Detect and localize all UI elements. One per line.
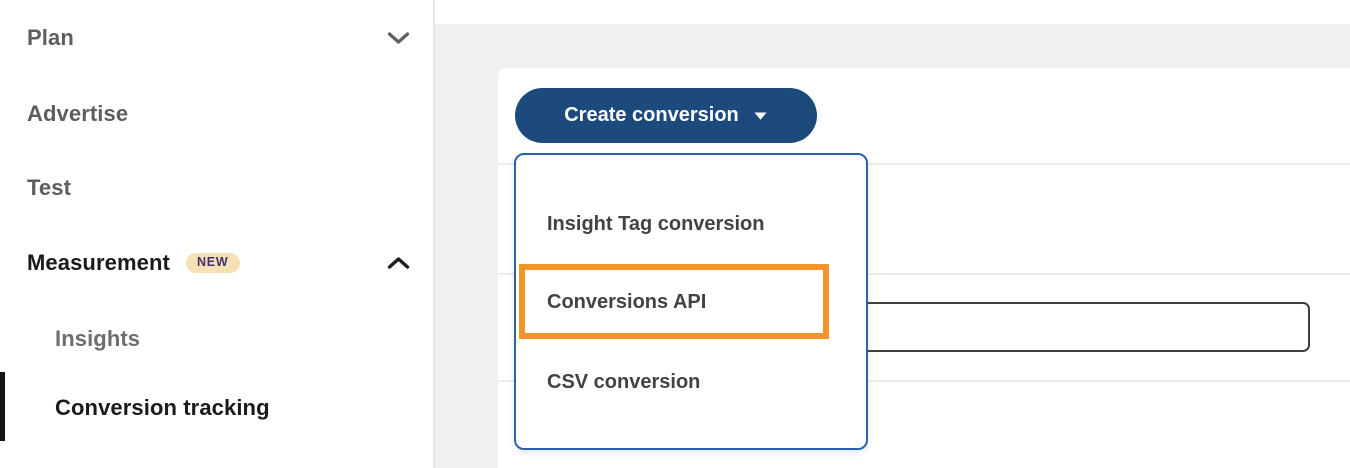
sidebar-item-insights[interactable]: Insights	[0, 319, 433, 359]
menu-item-conversions-api[interactable]: Conversions API	[516, 282, 866, 322]
menu-item-insight-tag-conversion[interactable]: Insight Tag conversion	[516, 204, 866, 244]
sidebar-item-conversion-tracking[interactable]: Conversion tracking	[0, 388, 433, 428]
sidebar-item-label: Measurement	[27, 250, 170, 275]
section-divider	[498, 163, 1350, 165]
create-conversion-button[interactable]: Create conversion	[515, 88, 817, 143]
sidebar-item-measurement[interactable]: Measurement NEW	[0, 243, 433, 283]
menu-item-label: CSV conversion	[547, 370, 701, 393]
new-badge: NEW	[185, 253, 240, 273]
sidebar-item-label: Conversion tracking	[55, 395, 270, 420]
sidebar-item-label: Test	[27, 175, 72, 200]
chevron-down-icon	[387, 32, 410, 45]
section-divider	[498, 380, 1350, 382]
sidebar-item-plan[interactable]: Plan	[0, 18, 433, 58]
create-conversion-dropdown-menu: Insight Tag conversion Conversions API C…	[514, 153, 868, 450]
sidebar-item-label: Plan	[27, 25, 74, 50]
sidebar-item-label: Advertise	[27, 101, 129, 126]
caret-down-icon	[753, 111, 768, 121]
active-page-indicator	[0, 372, 5, 441]
header-strip	[434, 0, 1350, 24]
create-conversion-label: Create conversion	[564, 104, 739, 126]
menu-item-label: Insight Tag conversion	[547, 212, 765, 235]
main-content: Create conversion Insight Tag conversion…	[434, 0, 1350, 468]
sidebar-divider	[433, 0, 435, 468]
section-divider	[498, 273, 1350, 275]
sidebar-item-advertise[interactable]: Advertise	[0, 94, 433, 134]
chevron-up-icon	[387, 257, 410, 270]
sidebar-item-label: Insights	[55, 326, 141, 351]
sidebar-nav: Plan Advertise Test Measurement NEW Insi…	[0, 0, 433, 468]
sidebar-item-test[interactable]: Test	[0, 168, 433, 208]
menu-item-csv-conversion[interactable]: CSV conversion	[516, 362, 866, 402]
menu-item-label: Conversions API	[547, 290, 707, 313]
